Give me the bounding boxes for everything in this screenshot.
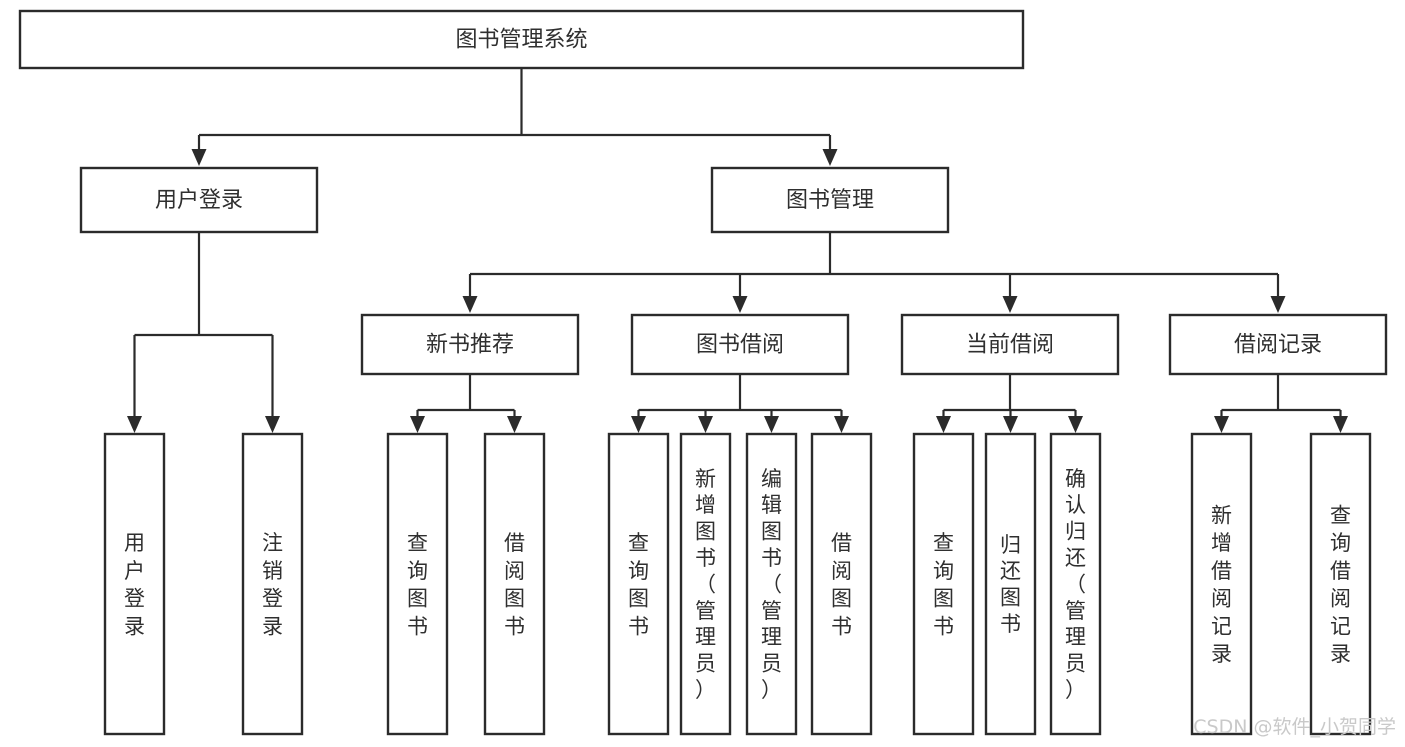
leaf-node-5-label: 新增图书（管理员） bbox=[695, 467, 716, 702]
arrow-head-icon bbox=[191, 149, 207, 166]
leaf-node-12[interactable]: 查询借阅记录 bbox=[1309, 432, 1372, 736]
leaf-node-0[interactable]: 用户登录 bbox=[103, 432, 166, 736]
leaf-node-10-label: 确认归还（管理员） bbox=[1065, 467, 1086, 702]
leaf-node-10-box[interactable] bbox=[1049, 432, 1102, 736]
arrow-head-icon bbox=[936, 416, 951, 433]
level3-node-1-label: 图书借阅 bbox=[696, 333, 784, 358]
leaf-node-11-box[interactable] bbox=[1190, 432, 1253, 736]
leaf-node-9-box[interactable] bbox=[984, 432, 1037, 736]
level3-node-1[interactable]: 图书借阅 bbox=[630, 313, 850, 376]
leaf-node-3[interactable]: 借阅图书 bbox=[483, 432, 546, 736]
leaf-node-11-label: 新增借阅记录 bbox=[1211, 503, 1232, 666]
level3-node-3-label: 借阅记录 bbox=[1234, 333, 1322, 358]
level2-node-0-label: 用户登录 bbox=[155, 188, 243, 213]
leaf-node-4-box[interactable] bbox=[607, 432, 670, 736]
leaf-node-12-box[interactable] bbox=[1309, 432, 1372, 736]
node-layer: 图书管理系统用户登录图书管理新书推荐图书借阅当前借阅借阅记录用户登录注销登录查询… bbox=[18, 9, 1388, 736]
leaf-node-5[interactable]: 新增图书（管理员） bbox=[679, 432, 732, 736]
leaf-node-1[interactable]: 注销登录 bbox=[241, 432, 304, 736]
arrow-head-icon bbox=[631, 416, 646, 433]
leaf-node-5-box[interactable] bbox=[679, 432, 732, 736]
level3-node-0-label: 新书推荐 bbox=[426, 333, 514, 358]
leaf-node-8-box[interactable] bbox=[912, 432, 975, 736]
arrow-head-icon bbox=[1068, 416, 1083, 433]
level3-node-3-box[interactable] bbox=[1168, 313, 1388, 376]
level3-node-0-box[interactable] bbox=[360, 313, 580, 376]
leaf-node-9[interactable]: 归还图书 bbox=[984, 432, 1037, 736]
arrow-head-icon bbox=[764, 416, 779, 433]
leaf-node-4[interactable]: 查询图书 bbox=[607, 432, 670, 736]
arrow-head-icon bbox=[462, 296, 478, 313]
leaf-node-2-box[interactable] bbox=[386, 432, 449, 736]
arrow-head-icon bbox=[732, 296, 748, 313]
leaf-node-7[interactable]: 借阅图书 bbox=[810, 432, 873, 736]
root-node-book-management-system[interactable]: 图书管理系统 bbox=[18, 9, 1025, 70]
arrow-head-icon bbox=[1003, 416, 1018, 433]
csdn-watermark: CSDN @软件_小贺同学 bbox=[1193, 716, 1396, 738]
leaf-node-9-label: 归还图书 bbox=[1000, 533, 1021, 636]
level2-node-1-box[interactable] bbox=[710, 166, 950, 234]
root-node-book-management-system-box[interactable] bbox=[18, 9, 1025, 70]
leaf-node-12-label: 查询借阅记录 bbox=[1330, 503, 1351, 666]
leaf-node-6-label: 编辑图书（管理员） bbox=[761, 467, 782, 702]
arrow-head-icon bbox=[507, 416, 522, 433]
leaf-node-4-label: 查询图书 bbox=[628, 531, 649, 638]
leaf-node-3-box[interactable] bbox=[483, 432, 546, 736]
arrow-head-icon bbox=[1002, 296, 1018, 313]
leaf-node-8[interactable]: 查询图书 bbox=[912, 432, 975, 736]
level3-node-1-box[interactable] bbox=[630, 313, 850, 376]
leaf-node-6[interactable]: 编辑图书（管理员） bbox=[745, 432, 798, 736]
leaf-node-10[interactable]: 确认归还（管理员） bbox=[1049, 432, 1102, 736]
leaf-node-0-label: 用户登录 bbox=[124, 531, 145, 638]
arrow-head-icon bbox=[265, 416, 280, 433]
arrow-head-icon bbox=[127, 416, 142, 433]
root-node-book-management-system-label: 图书管理系统 bbox=[455, 28, 587, 53]
leaf-node-8-label: 查询图书 bbox=[933, 531, 954, 638]
level2-node-0-box[interactable] bbox=[79, 166, 319, 234]
leaf-node-7-label: 借阅图书 bbox=[831, 531, 852, 638]
arrow-head-icon bbox=[822, 149, 838, 166]
arrow-head-icon bbox=[410, 416, 425, 433]
leaf-node-7-box[interactable] bbox=[810, 432, 873, 736]
level3-node-0[interactable]: 新书推荐 bbox=[360, 313, 580, 376]
level3-node-3[interactable]: 借阅记录 bbox=[1168, 313, 1388, 376]
leaf-node-0-box[interactable] bbox=[103, 432, 166, 736]
leaf-node-1-label: 注销登录 bbox=[262, 531, 283, 638]
connector-layer bbox=[127, 68, 1348, 433]
arrow-head-icon bbox=[834, 416, 849, 433]
leaf-node-2[interactable]: 查询图书 bbox=[386, 432, 449, 736]
level2-node-1[interactable]: 图书管理 bbox=[710, 166, 950, 234]
level2-node-0[interactable]: 用户登录 bbox=[79, 166, 319, 234]
leaf-node-2-label: 查询图书 bbox=[407, 531, 428, 638]
level2-node-1-label: 图书管理 bbox=[786, 188, 874, 213]
arrow-head-icon bbox=[1333, 416, 1348, 433]
arrow-head-icon bbox=[1270, 296, 1286, 313]
level3-node-2[interactable]: 当前借阅 bbox=[900, 313, 1120, 376]
level3-node-2-label: 当前借阅 bbox=[966, 333, 1054, 358]
leaf-node-11[interactable]: 新增借阅记录 bbox=[1190, 432, 1253, 736]
leaf-node-6-box[interactable] bbox=[745, 432, 798, 736]
arrow-head-icon bbox=[698, 416, 713, 433]
level3-node-2-box[interactable] bbox=[900, 313, 1120, 376]
leaf-node-1-box[interactable] bbox=[241, 432, 304, 736]
arrow-head-icon bbox=[1214, 416, 1229, 433]
leaf-node-3-label: 借阅图书 bbox=[504, 531, 525, 638]
